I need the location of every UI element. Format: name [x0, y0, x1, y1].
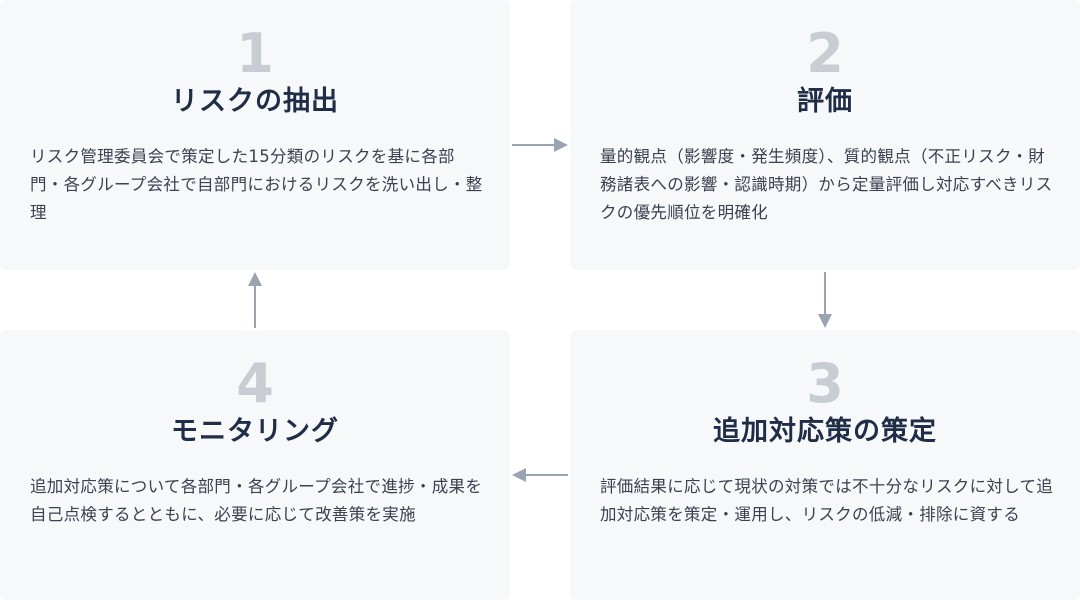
step-description: 量的観点（影響度・発生頻度）、質的観点（不正リスク・財務諸表への影響・認識時期）…: [600, 147, 1053, 222]
step-description: 追加対応策について各部門・各グループ会社で進捗・成果を自己点検するとともに、必要…: [30, 477, 483, 524]
step-title: 追加対応策の策定: [713, 416, 937, 447]
arrow-left-icon: [512, 468, 568, 482]
step-card-4: 4 モニタリング 追加対応策について各部門・各グループ会社で進捗・成果を自己点検…: [0, 330, 510, 600]
arrow-down-icon: [818, 272, 832, 328]
step-card-3: 3 追加対応策の策定 評価結果に応じて現状の対策では不十分なリスクに対して追加対…: [570, 330, 1080, 600]
step-number: 1: [236, 22, 274, 85]
step-number: 2: [806, 22, 844, 85]
step-number: 4: [236, 352, 274, 415]
arrow-right-icon: [512, 138, 568, 152]
step-title: リスクの抽出: [171, 86, 339, 117]
step-title: 評価: [797, 86, 853, 117]
step-title: モニタリング: [171, 416, 339, 447]
step-description: リスク管理委員会で策定した15分類のリスクを基に各部門・各グループ会社で自部門に…: [30, 147, 483, 222]
step-description: 評価結果に応じて現状の対策では不十分なリスクに対して追加対応策を策定・運用し、リ…: [600, 477, 1054, 524]
arrow-up-icon: [248, 272, 262, 328]
step-card-1: 1 リスクの抽出 リスク管理委員会で策定した15分類のリスクを基に各部門・各グル…: [0, 0, 510, 270]
step-number: 3: [806, 352, 844, 415]
step-card-2: 2 評価 量的観点（影響度・発生頻度）、質的観点（不正リスク・財務諸表への影響・…: [570, 0, 1080, 270]
